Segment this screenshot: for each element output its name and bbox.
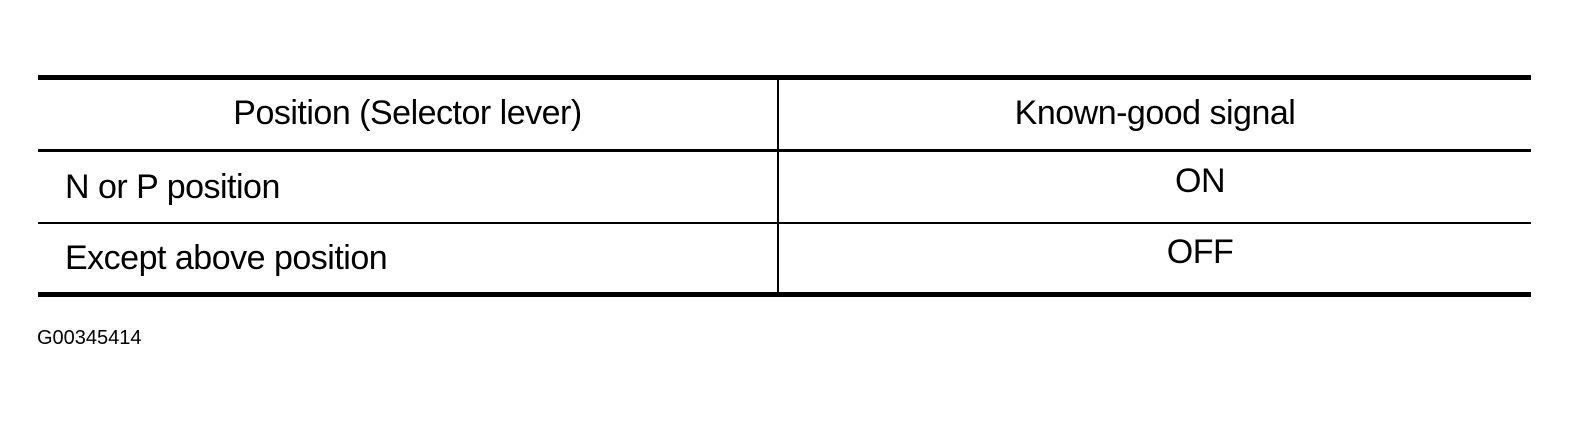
row-signal-cell: OFF bbox=[778, 221, 1531, 297]
table-header: Position (Selector lever) Known-good sig… bbox=[38, 75, 1531, 152]
table-row: Except above position OFF bbox=[38, 221, 1531, 297]
row-position-cell: Except above position bbox=[38, 221, 779, 297]
row-position-cell: N or P position bbox=[38, 150, 779, 223]
row-signal-cell: ON bbox=[1175, 161, 1226, 200]
table-body: N or P position ON Except above position… bbox=[38, 150, 1531, 297]
table-row: N or P position ON bbox=[38, 150, 1531, 223]
header-position: Position (Selector lever) bbox=[38, 75, 779, 152]
header-known-good-signal: Known-good signal bbox=[778, 75, 1531, 152]
figure-id-label: G00345414 bbox=[37, 327, 142, 349]
header-row: Position (Selector lever) Known-good sig… bbox=[38, 75, 1531, 152]
signal-spec-table: Position (Selector lever) Known-good sig… bbox=[38, 75, 1531, 297]
